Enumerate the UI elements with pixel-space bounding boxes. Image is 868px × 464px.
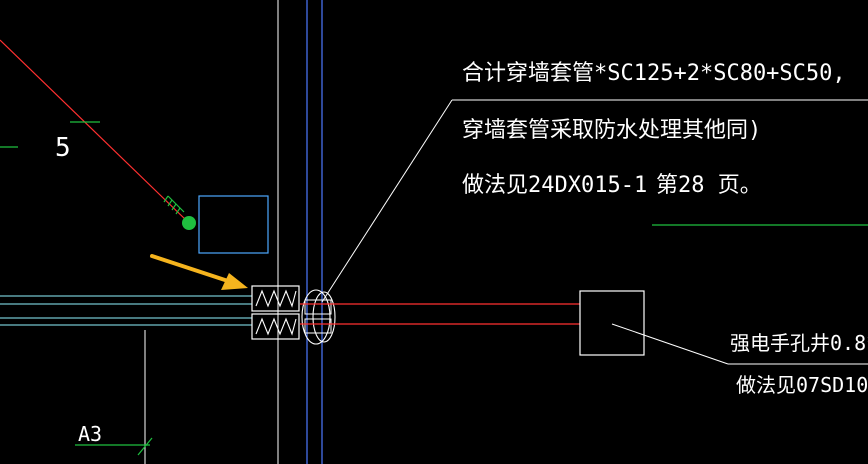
equipment-box[interactable] bbox=[198, 195, 269, 254]
ground-symbol bbox=[163, 195, 185, 215]
hand-hole-leader bbox=[611, 323, 729, 365]
axis-label-a3: A3 bbox=[78, 422, 102, 446]
green-node-dot bbox=[182, 216, 196, 230]
annotation-line-1: 合计穿墙套管*SC125+2*SC80+SC50, bbox=[462, 61, 846, 86]
label-number-5: 5 bbox=[55, 133, 71, 163]
wall-sleeve-upper[interactable] bbox=[251, 285, 300, 312]
hand-hole-label: 强电手孔井0.8*0 bbox=[730, 331, 868, 355]
annotation-leader bbox=[321, 99, 453, 303]
annotation-line-2: 穿墙套管采取防水处理其他同) bbox=[462, 118, 761, 143]
hand-hole-box[interactable] bbox=[579, 290, 645, 356]
diagonal-red-cable bbox=[0, 39, 189, 223]
annotation-line-3: 做法见24DX015-1 bbox=[462, 173, 647, 198]
sleeve-inner-lower bbox=[304, 318, 332, 334]
pointer-arrow-icon bbox=[150, 254, 248, 290]
sleeve-ellipse-left bbox=[301, 289, 331, 345]
a3-tick bbox=[137, 437, 153, 456]
sleeve-inner-upper bbox=[304, 299, 332, 315]
cyan-conduit-bundle bbox=[0, 295, 252, 326]
annotation-line-3-page: 第28 页。 bbox=[656, 173, 762, 198]
hand-hole-method: 做法见07SD101- bbox=[736, 373, 868, 397]
sleeve-ellipse-right bbox=[312, 291, 336, 343]
wall-sleeve-lower[interactable] bbox=[251, 313, 300, 340]
